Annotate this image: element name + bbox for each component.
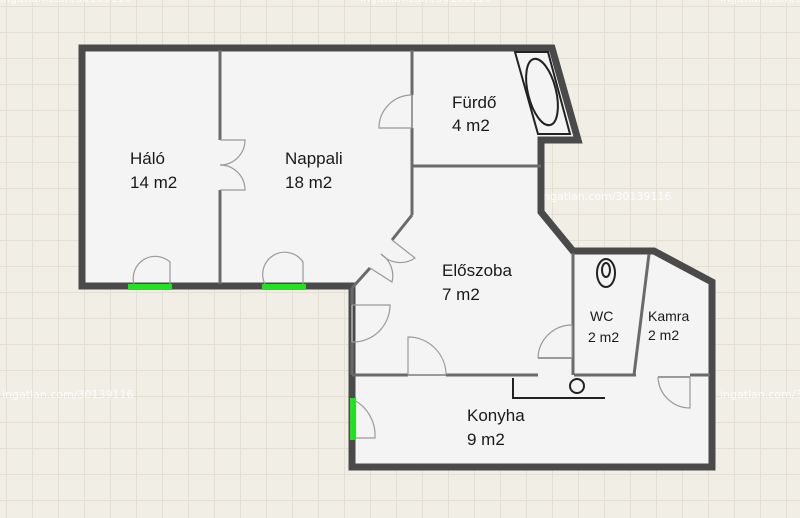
watermark-top-mid: ingatlan.com/30139116 xyxy=(360,0,492,5)
watermark-left: ingatlan.com/30139116 xyxy=(2,388,134,401)
room-name-halo: Háló xyxy=(130,149,165,168)
floor-area xyxy=(82,48,712,467)
watermark-top-left: ingatlan.com/30139116 xyxy=(0,0,132,5)
room-area-wc: 2 m2 xyxy=(588,329,619,345)
room-name-wc: WC xyxy=(590,308,613,324)
door-halo-window xyxy=(132,255,171,285)
door-halo-nappali-upper xyxy=(219,139,246,166)
watermark-top-right: ingatlan.com/30139116 xyxy=(720,0,800,5)
room-area-nappali: 18 m2 xyxy=(285,173,332,192)
door-wc xyxy=(537,324,573,359)
toilet xyxy=(596,258,616,288)
room-name-eloszoba: Előszoba xyxy=(442,261,512,280)
bathtub xyxy=(513,51,572,135)
door-kamra xyxy=(657,376,691,409)
windows xyxy=(128,284,356,440)
room-name-kamra: Kamra xyxy=(648,308,689,324)
room-labels: Háló 14 m2 Nappali 18 m2 Fürdő 4 m2 Elős… xyxy=(130,93,689,449)
interior-walls xyxy=(218,50,710,377)
wall-nappali-diagonal-low xyxy=(350,266,372,290)
wall-nappali-diagonal xyxy=(390,214,414,241)
room-name-nappali: Nappali xyxy=(285,149,343,168)
watermark-right-top: ingatlan.com/30139116 xyxy=(540,190,672,203)
room-area-kamra: 2 m2 xyxy=(648,327,679,343)
door-konyha-window xyxy=(353,399,376,439)
doors xyxy=(132,94,691,439)
door-nappali-eloszoba-b xyxy=(369,253,394,283)
kitchen-sink xyxy=(512,378,605,399)
room-area-konyha: 9 m2 xyxy=(467,430,505,449)
wall-wc-kamra xyxy=(632,253,651,376)
door-konyha xyxy=(407,336,447,376)
door-entrance xyxy=(351,304,391,343)
room-area-eloszoba: 7 m2 xyxy=(442,285,480,304)
room-area-halo: 14 m2 xyxy=(130,173,177,192)
door-nappali-window xyxy=(262,251,304,285)
door-furdo xyxy=(378,94,413,129)
watermark-right: ingatlan.com/30139116 xyxy=(720,388,800,401)
room-name-furdo: Fürdő xyxy=(452,93,496,112)
door-leaves xyxy=(351,95,690,378)
room-name-konyha: Konyha xyxy=(467,406,525,425)
door-halo-nappali-lower xyxy=(219,164,246,191)
room-area-furdo: 4 m2 xyxy=(452,116,490,135)
